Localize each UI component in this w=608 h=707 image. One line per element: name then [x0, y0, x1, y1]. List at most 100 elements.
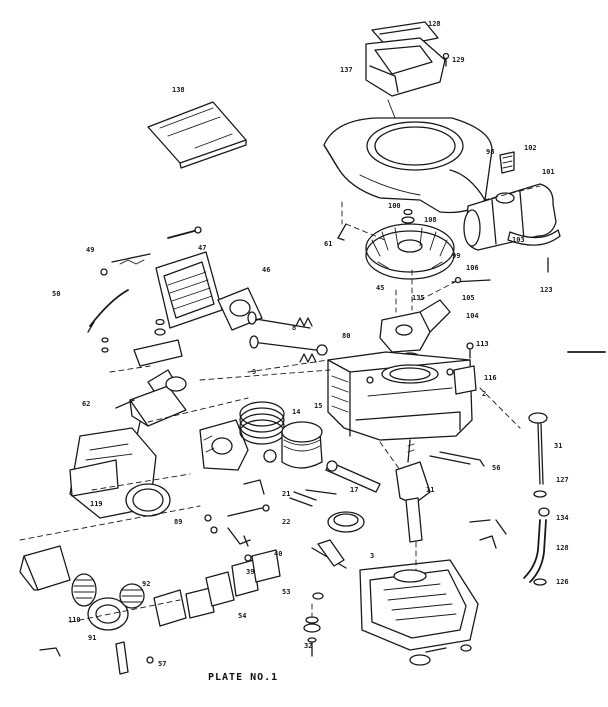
dipstick-seal	[533, 490, 550, 517]
callout-50: 50	[52, 290, 60, 298]
assembly-lines	[19, 185, 541, 623]
callout-14: 14	[292, 408, 300, 416]
cylinder-block	[327, 351, 473, 441]
spark-plug	[115, 641, 154, 675]
breather-tube	[466, 342, 474, 359]
callout-54: 54	[238, 612, 246, 620]
intake-elbow	[199, 419, 249, 471]
baffle	[337, 223, 386, 241]
callout-110: 110	[68, 616, 81, 624]
callout-113: 113	[476, 340, 489, 348]
governor-linkage	[100, 253, 151, 276]
air-filter-screen	[119, 583, 145, 609]
callout-129: 129	[452, 56, 465, 64]
callout-137: 137	[340, 66, 353, 74]
grommet	[39, 647, 61, 657]
callout-53: 53	[282, 588, 290, 596]
callout-99: 99	[452, 252, 460, 260]
callout-15: 15	[314, 402, 322, 410]
callout-135: 135	[412, 294, 425, 302]
fuel-tank-bracket	[69, 459, 119, 497]
callout-45: 45	[376, 284, 384, 292]
cylinder-head	[155, 251, 223, 329]
muffler	[463, 183, 557, 251]
callout-102: 102	[524, 144, 537, 152]
fuel-pump-parts	[243, 479, 270, 512]
callout-98: 98	[486, 148, 494, 156]
callout-108: 108	[424, 216, 437, 224]
governor-gear	[303, 592, 324, 657]
breather-cover	[453, 365, 477, 395]
camshaft	[311, 511, 365, 569]
callout-92: 92	[142, 580, 150, 588]
callout-134: 134	[556, 514, 569, 522]
callout-47: 47	[198, 244, 206, 252]
callout-61: 61	[324, 240, 332, 248]
callout-100: 100	[388, 202, 401, 210]
oil-drain-bracket	[429, 451, 485, 467]
fuel-line	[87, 289, 129, 333]
plate-label: PLATE NO.1	[208, 672, 278, 683]
callout-17: 17	[350, 486, 358, 494]
piston-rings	[239, 401, 285, 445]
callout-3: 3	[370, 552, 374, 560]
callouts: 128 129 137 138 98 102 101 103 123 100 1…	[52, 20, 569, 668]
ignition-bracket	[419, 276, 491, 301]
callout-128-top: 128	[428, 20, 441, 28]
callout-138: 138	[172, 86, 185, 94]
muffler-guard	[507, 229, 561, 273]
callout-62: 62	[82, 400, 90, 408]
side-cover-plate	[153, 589, 187, 627]
callout-119: 119	[90, 500, 103, 508]
callout-104: 104	[466, 312, 479, 320]
ignition-module	[379, 299, 451, 364]
callout-57: 57	[158, 660, 166, 668]
callout-106: 106	[466, 264, 479, 272]
blower-housing	[323, 117, 493, 214]
gasket-plates	[185, 549, 281, 619]
piston	[263, 421, 323, 469]
right-small-parts	[469, 519, 507, 549]
callout-89: 89	[174, 518, 182, 526]
callout-56: 56	[492, 464, 500, 472]
callout-22: 22	[282, 518, 290, 526]
callout-11: 11	[426, 486, 434, 494]
callout-40: 40	[274, 550, 282, 558]
muffler-deflector	[71, 573, 97, 607]
owner-manual	[147, 101, 247, 169]
head-bolts	[167, 226, 202, 239]
callout-101: 101	[542, 168, 555, 176]
callout-31: 31	[554, 442, 562, 450]
oil-seal	[425, 644, 472, 653]
callout-32: 32	[304, 642, 312, 650]
callout-116: 116	[484, 374, 497, 382]
flywheel-nut	[401, 208, 415, 224]
carburetor	[115, 376, 187, 441]
head-gasket	[217, 287, 263, 331]
dipstick	[528, 412, 548, 485]
crankshaft	[395, 439, 431, 543]
screw-129	[442, 52, 450, 67]
callout-9: 9	[252, 368, 256, 376]
air-cleaner-cover	[365, 21, 446, 119]
callout-127: 127	[556, 476, 569, 484]
oil-fill-cap	[499, 151, 515, 174]
callout-8: 8	[292, 324, 296, 332]
callout-91: 91	[88, 634, 96, 642]
callout-123: 123	[540, 286, 553, 294]
callout-80: 80	[342, 332, 350, 340]
callout-2: 2	[482, 390, 486, 398]
governor-parts	[204, 507, 263, 562]
callout-105: 105	[462, 294, 475, 302]
crankcase-cover	[359, 559, 479, 666]
callout-128-tube: 128	[556, 544, 569, 552]
callout-103: 103	[512, 236, 525, 244]
valve-assembly	[247, 311, 328, 363]
callout-49: 49	[86, 246, 94, 254]
dipstick-tube	[523, 519, 547, 586]
tappets	[289, 491, 317, 507]
air-filter-cover	[19, 545, 71, 591]
callout-126: 126	[556, 578, 569, 586]
